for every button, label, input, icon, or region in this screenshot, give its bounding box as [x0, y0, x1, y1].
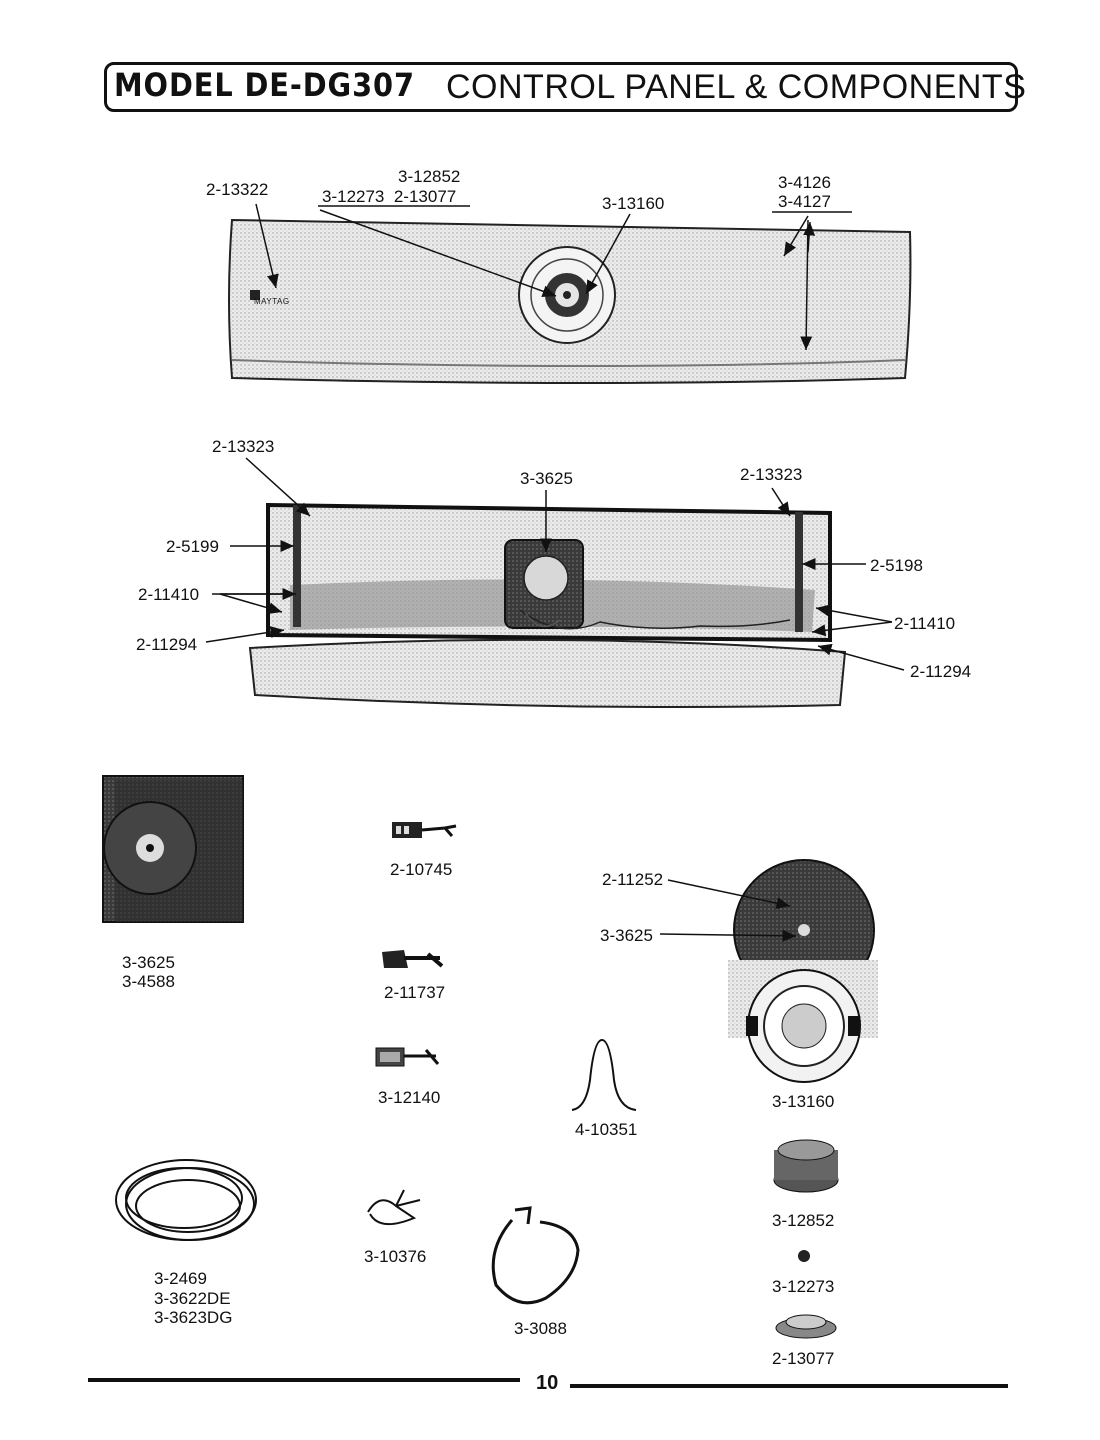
- callout-console-a: 3-4126: [778, 173, 831, 192]
- callout-screws-right: 2-11410: [894, 614, 956, 633]
- label-knob-insert: 3-12273: [772, 1277, 835, 1296]
- rear-control-panel: [248, 502, 847, 709]
- label-dial-backplate: 2-11252: [602, 870, 664, 889]
- callout-rear-timer: 3-3625: [520, 469, 573, 488]
- label-dial-assembly: 3-13160: [772, 1092, 835, 1111]
- front-control-panel: [228, 218, 912, 384]
- connector-2-10745: [392, 822, 457, 838]
- callout-clip-left: 2-13323: [212, 437, 275, 456]
- callout-dial: 3-13160: [602, 194, 665, 213]
- leader-console: [800, 219, 813, 351]
- label-timer-a: 3-3625: [122, 953, 175, 972]
- callout-screw-right: 2-11294: [910, 662, 972, 681]
- knob: [773, 1139, 839, 1193]
- label-timer-b: 3-4588: [122, 972, 175, 991]
- callout-screw-left: 2-11294: [136, 635, 198, 654]
- callout-clip-right: 2-13323: [740, 465, 803, 484]
- label-connector-3: 3-12140: [378, 1088, 441, 1107]
- label-knob-skirt: 2-13077: [772, 1349, 835, 1368]
- callout-knob-top: 3-12852: [398, 167, 461, 186]
- model-title: MODEL DE-DG307: [114, 66, 415, 104]
- wire-jumper: [367, 1189, 421, 1225]
- wire-harness: [115, 1159, 257, 1241]
- power-cord: [491, 1206, 580, 1305]
- leader-dial: [585, 213, 631, 295]
- label-cord: 3-3088: [514, 1319, 567, 1338]
- label-harness-b: 3-3622DE: [154, 1289, 231, 1308]
- label-connector-1: 2-10745: [390, 860, 453, 879]
- brand-logo: MAYTAG: [254, 297, 290, 306]
- callout-console-b: 3-4127: [778, 192, 831, 211]
- label-harness-c: 3-3623DG: [154, 1308, 233, 1327]
- callout-bracket-right: 2-5198: [870, 556, 923, 575]
- page-title: CONTROL PANEL & COMPONENTS: [446, 68, 1027, 106]
- page-number: 10: [536, 1372, 559, 1394]
- leader-panel: [255, 203, 279, 289]
- callout-knob-bottom: 3-12273 2-13077: [322, 187, 457, 206]
- dial-assembly: [728, 859, 878, 1083]
- knob-insert: [798, 1250, 810, 1262]
- label-wire-jumper: 3-10376: [364, 1247, 427, 1266]
- callout-panel: 2-13322: [206, 180, 269, 199]
- timer-motor: [102, 775, 244, 923]
- label-dial-timer: 3-3625: [600, 926, 653, 945]
- knob-skirt: [775, 1314, 837, 1339]
- callout-screws-left: 2-11410: [138, 585, 200, 604]
- label-harness-a: 3-2469: [154, 1269, 207, 1288]
- callout-bracket-left: 2-5199: [166, 537, 219, 556]
- connector-3-12140: [375, 1047, 440, 1067]
- label-connector-2: 2-11737: [384, 983, 446, 1002]
- maytag-logo-icon: [250, 290, 260, 300]
- label-knob: 3-12852: [772, 1211, 835, 1230]
- title-frame: [104, 62, 1018, 112]
- connector-2-11737: [382, 950, 444, 968]
- spring-clip: [571, 1038, 637, 1111]
- label-spring-clip: 4-10351: [575, 1120, 638, 1139]
- leader-knob: [319, 209, 557, 298]
